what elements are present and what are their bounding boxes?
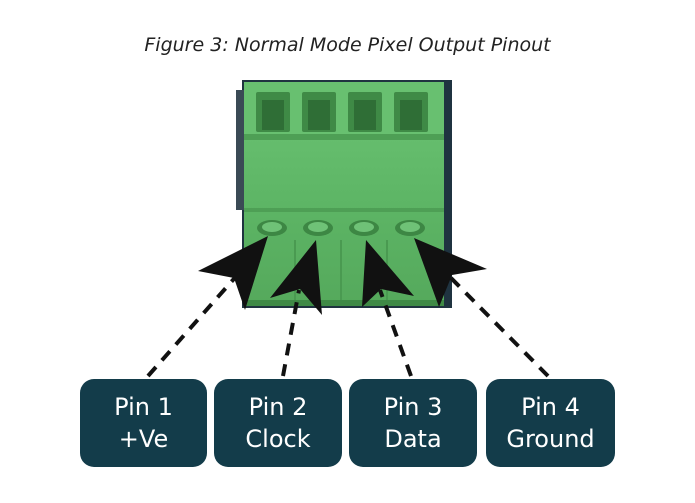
arrow-pin-3-head — [362, 240, 414, 307]
terminal-block-connector — [236, 80, 452, 308]
pin-1-title: Pin 1 — [114, 393, 173, 421]
pin-2-function: Clock — [245, 425, 311, 453]
pin-3-function: Data — [384, 425, 442, 453]
pin-2-title: Pin 2 — [248, 393, 308, 421]
pin-2-label: Pin 2 Clock — [214, 379, 342, 467]
arrow-pin-3-line — [378, 289, 413, 377]
arrow-pin-4-line — [446, 273, 550, 378]
arrow-pin-2-head — [270, 240, 322, 315]
screw-slots — [256, 92, 428, 132]
arrow-pin-4-head — [414, 238, 487, 307]
arrow-pin-1-line — [146, 270, 242, 378]
pin-1-label: Pin 1 +Ve — [80, 379, 207, 467]
pin-4-label: Pin 4 Ground — [486, 379, 615, 467]
pin-4-title: Pin 4 — [521, 393, 580, 421]
wire-holes — [257, 220, 425, 236]
figure-caption: Figure 3: Normal Mode Pixel Output Pinou… — [144, 34, 551, 56]
arrow-pin-1-head — [198, 236, 268, 310]
pin-1-function: +Ve — [118, 425, 169, 453]
pin-4-function: Ground — [506, 425, 595, 453]
arrow-pin-2-line — [281, 289, 301, 377]
pin-3-label: Pin 3 Data — [349, 379, 477, 467]
pin-3-title: Pin 3 — [383, 393, 443, 421]
